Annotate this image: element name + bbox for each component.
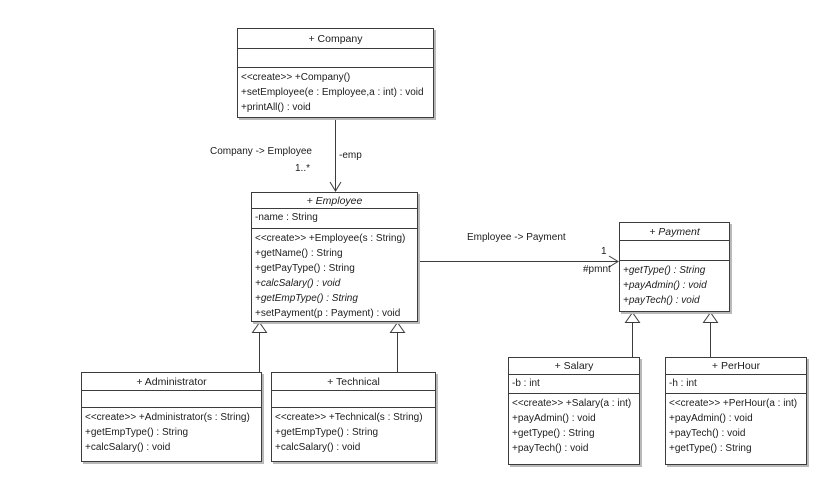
attribute-row: -name : String	[255, 212, 318, 223]
class-title: + PerHour	[666, 358, 806, 375]
method-row: +calcSalary() : void	[275, 442, 361, 453]
methods-section: <<create>> +Employee(s : String) +getNam…	[252, 229, 417, 321]
method-row: +printAll() : void	[241, 102, 311, 113]
class-box-technical[interactable]: + Technical <<create>> +Technical(s : St…	[271, 372, 436, 462]
class-box-employee[interactable]: + Employee -name : String <<create>> +Em…	[251, 192, 418, 322]
methods-section: <<create>> +PerHour(a : int) +payAdmin()…	[666, 394, 806, 456]
method-row: +getType() : String	[669, 443, 752, 454]
class-title: + Technical	[272, 373, 435, 391]
attribute-row: -h : int	[669, 378, 697, 389]
generalization-perhour-payment	[702, 311, 719, 357]
methods-section: <<create>> +Technical(s : String) +getEm…	[272, 408, 435, 455]
generalization-administrator-employee	[251, 321, 268, 372]
association-multiplicity-emp: 1..*	[295, 163, 311, 174]
attribute-row: -b : int	[512, 378, 540, 389]
association-employee-payment-line	[418, 255, 619, 268]
method-row: <<create>> +Administrator(s : String)	[85, 412, 250, 423]
method-row: <<create>> +Company()	[241, 72, 351, 83]
method-row: +payTech() : void	[512, 443, 589, 454]
class-box-salary[interactable]: + Salary -b : int <<create>> +Salary(a :…	[508, 357, 640, 465]
association-multiplicity-pmnt: 1	[601, 246, 607, 257]
method-row: +payAdmin() : void	[623, 280, 707, 291]
association-label-company-employee: Company -> Employee	[210, 146, 312, 157]
generalization-salary-payment	[624, 311, 641, 357]
attributes-section: -name : String	[252, 209, 417, 229]
method-row: +getEmpType() : String	[255, 293, 358, 304]
class-box-company[interactable]: + Company <<create>> +Company() +setEmpl…	[237, 28, 434, 118]
method-row: +payAdmin() : void	[512, 413, 596, 424]
method-row: +setPayment(p : Payment) : void	[255, 308, 401, 319]
method-row: +getEmpType() : String	[85, 427, 189, 438]
attributes-section	[238, 49, 433, 68]
attributes-section: -h : int	[666, 375, 806, 394]
method-row: +getEmpType() : String	[275, 427, 379, 438]
method-row: +setEmployee(e : Employee,a : int) : voi…	[241, 87, 424, 98]
method-row: +getType() : String	[512, 428, 595, 439]
class-box-perhour[interactable]: + PerHour -h : int <<create>> +PerHour(a…	[665, 357, 807, 465]
methods-section: <<create>> +Administrator(s : String) +g…	[82, 408, 261, 455]
class-title: + Company	[238, 29, 433, 49]
class-box-payment[interactable]: + Payment +getType() : String +payAdmin(…	[619, 222, 730, 312]
class-title: + Administrator	[82, 373, 261, 391]
methods-section: <<create>> +Salary(a : int) +payAdmin() …	[509, 394, 639, 456]
association-role-pmnt: #pmnt	[583, 264, 611, 275]
method-row: +calcSalary() : void	[85, 442, 171, 453]
association-role-emp: -emp	[339, 150, 362, 161]
association-company-employee-line	[329, 118, 342, 192]
method-row: +getType() : String	[623, 265, 706, 276]
methods-section: +getType() : String +payAdmin() : void +…	[620, 261, 729, 308]
method-row: +getName() : String	[255, 248, 343, 259]
method-row: <<create>> +PerHour(a : int)	[669, 398, 798, 409]
methods-section: <<create>> +Company() +setEmployee(e : E…	[238, 68, 433, 115]
method-row: <<create>> +Salary(a : int)	[512, 398, 632, 409]
association-label-employee-payment: Employee -> Payment	[467, 232, 566, 243]
generalization-technical-employee	[389, 321, 406, 372]
method-row: +calcSalary() : void	[255, 278, 341, 289]
method-row: +payAdmin() : void	[669, 413, 753, 424]
class-title: + Payment	[620, 223, 729, 241]
method-row: +payTech() : void	[623, 295, 700, 306]
class-title: + Employee	[252, 193, 417, 209]
method-row: +payTech() : void	[669, 428, 746, 439]
class-box-administrator[interactable]: + Administrator <<create>> +Administrato…	[81, 372, 262, 462]
attributes-section	[620, 241, 729, 261]
attributes-section	[272, 391, 435, 408]
method-row: +getPayType() : String	[255, 263, 355, 274]
attributes-section: -b : int	[509, 375, 639, 394]
method-row: <<create>> +Technical(s : String)	[275, 412, 423, 423]
class-title: + Salary	[509, 358, 639, 375]
attributes-section	[82, 391, 261, 408]
method-row: <<create>> +Employee(s : String)	[255, 233, 406, 244]
